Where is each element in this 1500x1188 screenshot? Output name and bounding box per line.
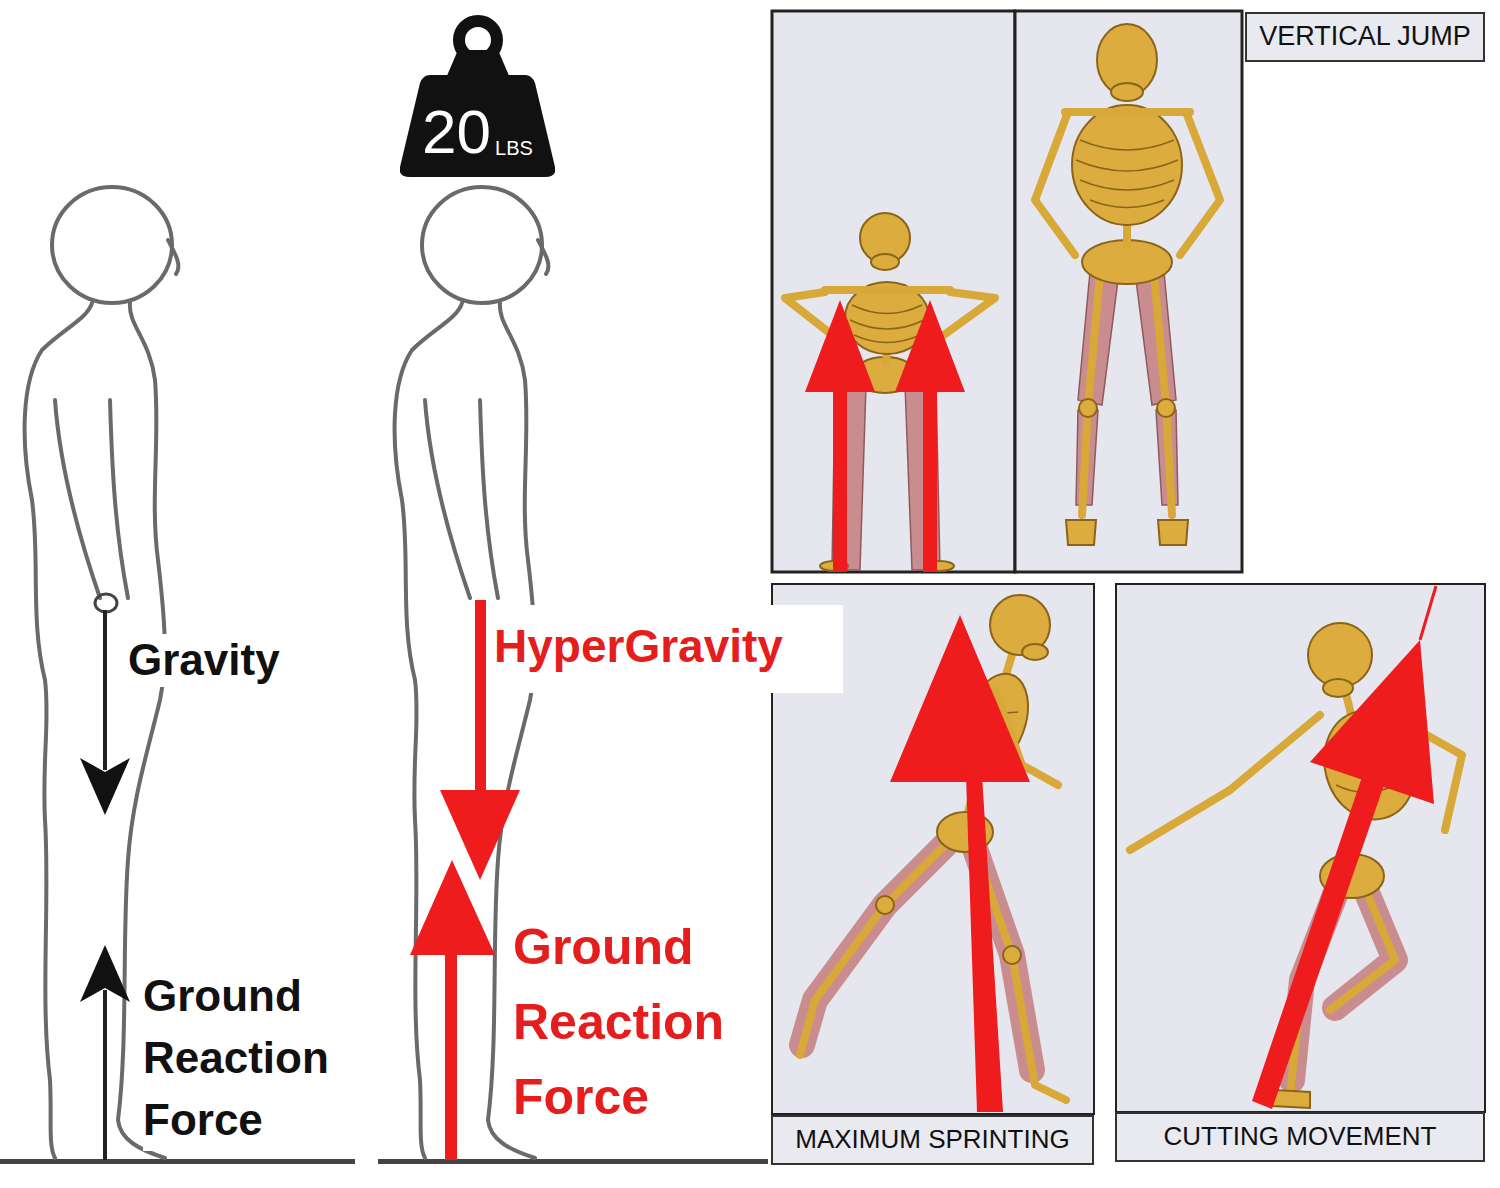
skeleton-part: [1079, 399, 1097, 417]
skeleton-part: [1180, 112, 1220, 255]
kettlebell-shape: [400, 75, 555, 177]
skeleton-part: [1158, 520, 1188, 545]
ground-reaction-arrow: [410, 860, 495, 1160]
panel-title: VERTICAL JUMP: [1259, 21, 1471, 52]
gravity-arrow: [80, 594, 130, 815]
human-outline-part: [422, 187, 542, 303]
skeleton-part: [871, 254, 899, 270]
human-outline-part: [538, 240, 548, 274]
skeleton-part: [1157, 399, 1175, 417]
force-arrow-part: [805, 300, 875, 392]
human-outline-part: [52, 187, 172, 303]
skeleton-part: [800, 830, 960, 1055]
skeleton: [785, 213, 995, 571]
skeleton-part: [1154, 275, 1172, 515]
panel-title: CUTTING MOVEMENT: [1164, 1122, 1437, 1152]
kettlebell-weight: 20LBS: [400, 75, 555, 177]
skeleton-part: [1272, 1090, 1310, 1108]
kettlebell-handle-part: [446, 50, 510, 78]
force-arrow-part: [1252, 777, 1384, 1109]
human-outline-part: [55, 400, 128, 598]
panel: [772, 11, 1485, 1114]
kettlebell-handle: [446, 21, 510, 78]
human-outline-part: [168, 240, 178, 274]
human-outline-part: [425, 400, 498, 598]
force-arrow-part: [966, 775, 1003, 1112]
panel-title-box: CUTTING MOVEMENT: [1115, 1112, 1485, 1162]
panel-title-box: MAXIMUM SPRINTING: [771, 1115, 1094, 1165]
skeleton-part: [850, 305, 924, 343]
skeleton-part: [1076, 140, 1178, 208]
ground-reaction-arrow-part: [410, 860, 495, 955]
skeleton: [1035, 24, 1220, 545]
skeleton-part: [1111, 83, 1143, 101]
panel-part: [772, 11, 1015, 572]
force-arrow: [805, 300, 1436, 1112]
force-label: Ground Reaction Force: [143, 965, 373, 1151]
hypergravity-arrow-part: [475, 600, 486, 795]
weight-unit: LBS: [495, 138, 533, 158]
skeleton-part: [1066, 520, 1096, 545]
ground-line-part: [378, 1159, 768, 1164]
force-label: HyperGravity: [488, 605, 843, 693]
force-arrow-part: [1420, 586, 1436, 640]
panel-title: MAXIMUM SPRINTING: [795, 1125, 1069, 1155]
gravity-arrow-part: [103, 610, 107, 770]
force-label: Ground Reaction Force: [513, 910, 768, 1135]
ground-reaction-arrow-part: [445, 950, 457, 1160]
skeleton-part: [1035, 112, 1075, 255]
skeleton-part: [1130, 715, 1320, 850]
gravity-arrow-part: [80, 758, 130, 815]
ground-reaction-arrow: [80, 945, 130, 1160]
weight-number: 20: [422, 101, 491, 163]
force-arrow-part: [923, 380, 937, 572]
skeleton-part: [1003, 946, 1021, 964]
ground-reaction-arrow-part: [80, 945, 130, 1002]
skeleton-part: [1082, 275, 1100, 515]
panel-part: [1015, 11, 1242, 572]
skeleton-part: [1072, 105, 1182, 225]
panel-title-box: VERTICAL JUMP: [1245, 12, 1485, 62]
force-arrow-part: [890, 615, 1030, 782]
skeleton-part: [802, 830, 960, 1045]
skeleton-part: [876, 896, 894, 914]
skeleton-part: [1308, 623, 1372, 687]
skeleton-part: [1323, 679, 1353, 697]
skeleton-part: [1022, 644, 1048, 660]
skeleton-part: [1065, 108, 1190, 116]
gravity-arrow-part: [95, 594, 117, 612]
force-arrow-part: [833, 380, 847, 572]
ground-line-part: [0, 1159, 355, 1164]
ground-line: [0, 1159, 768, 1164]
skeleton: [1130, 623, 1462, 1108]
force-arrow-part: [1310, 640, 1434, 804]
force-arrow-part: [895, 300, 965, 392]
ground-reaction-arrow-part: [103, 990, 107, 1160]
skeleton-part: [825, 286, 950, 294]
force-label: Gravity: [128, 634, 280, 687]
panel-part: [1116, 584, 1485, 1112]
